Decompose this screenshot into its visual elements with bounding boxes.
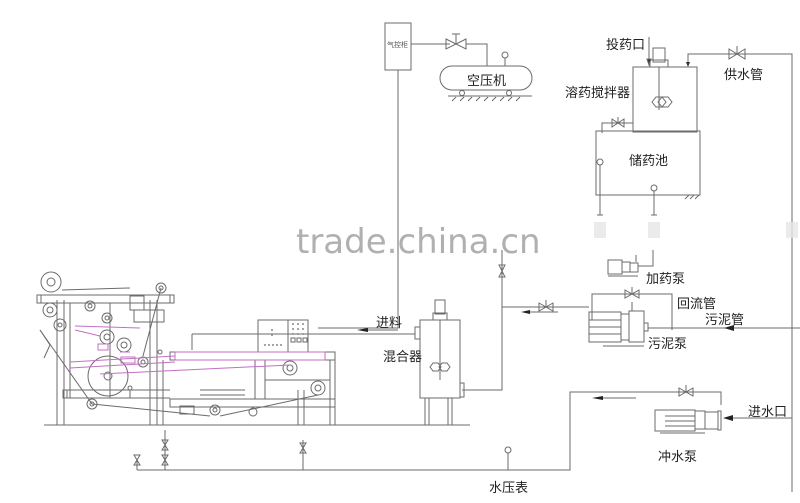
pressure-gauge-icon [504,446,512,454]
water-supply-pipe [687,53,793,492]
sludge-pump-label: 污泥泵 [648,337,688,352]
air-compressor-label: 空压机 [467,74,507,89]
feed-valve-icon [538,300,554,312]
flush-valve-icon [678,385,694,397]
belt-path [69,325,326,375]
branch-valve-icons [133,439,307,466]
air-valve-icon [445,33,467,50]
sludge-pump [588,302,649,347]
water-pressure-gauge-label: 水压表 [489,481,529,496]
air-compressor [439,51,533,102]
storage-tank [595,130,701,216]
dosing-pump-label: 加药泵 [646,272,686,287]
storage-tank-label: 储药池 [629,154,669,169]
sludge-pipe-label: 污泥管 [705,313,745,328]
mixer [405,299,470,426]
dosing-port-arrow [646,37,652,67]
air-control-cabinet-label: 气控柜 [387,41,408,49]
sludge-feed-line [462,306,589,391]
belt-filter-press [36,271,435,426]
dosing-pump [607,250,654,277]
water-supply-valve-icon [728,46,746,60]
dissolving-mixer-label: 溶药搅拌器 [565,86,631,101]
feed-label: 进料 [376,316,403,331]
control-panel-indicators [264,323,304,346]
flush-pump [654,409,722,434]
flush-pump-label: 冲水泵 [658,450,698,465]
return-pipe-label: 回流管 [677,297,717,312]
mixer-label: 混合器 [383,350,423,365]
water-supply-pipe-label: 供水管 [724,68,764,83]
return-valve-icon [624,287,640,299]
air-pipe-down [318,70,399,329]
watermark-haze [594,222,798,238]
dissolving-tank [632,47,698,133]
flush-water-line [137,391,722,471]
water-inlet-label: 进水口 [748,405,788,420]
transfer-valve-icon [611,117,625,128]
dosing-port-label: 投药口 [606,38,646,53]
watermark: trade.china.cn [296,222,541,262]
